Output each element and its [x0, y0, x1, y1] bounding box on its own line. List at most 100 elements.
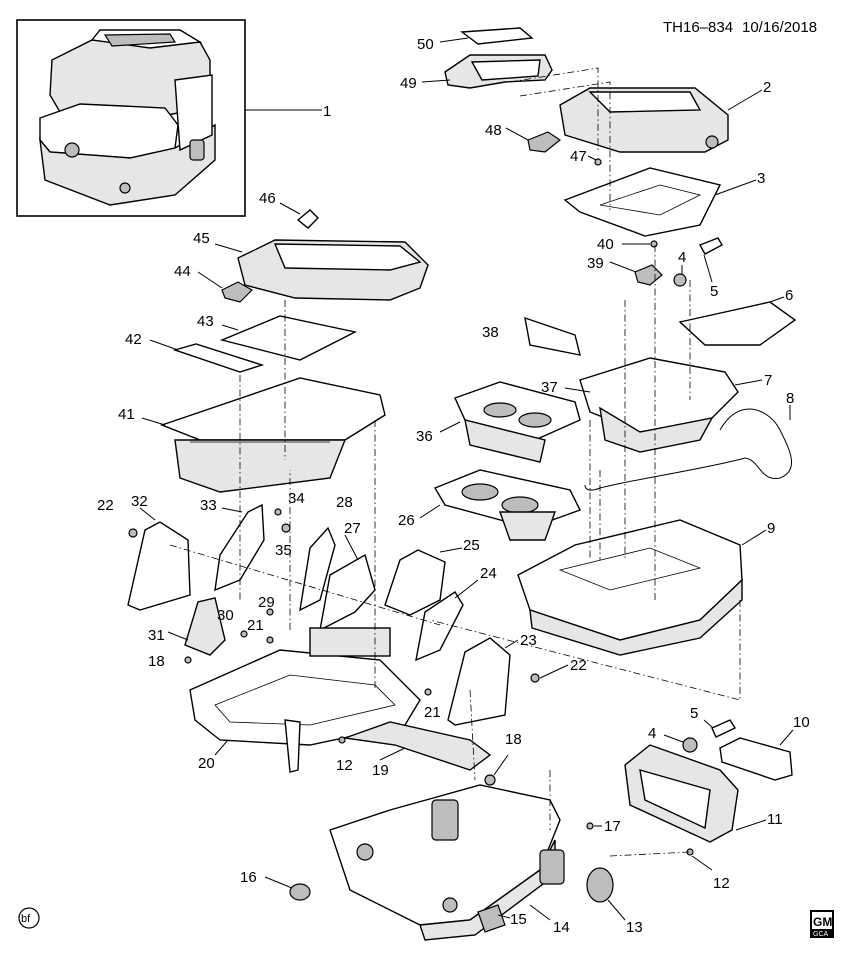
gm-logo: GM GCA — [810, 910, 834, 938]
callout-40: 40 — [597, 236, 614, 253]
callout-50: 50 — [417, 36, 434, 53]
callout-28: 28 — [336, 494, 353, 511]
screw-34 — [274, 508, 282, 516]
callout-45: 45 — [193, 230, 210, 247]
callout-21-left: 21 — [247, 617, 264, 634]
callout-31: 31 — [148, 627, 165, 644]
cover-13 — [586, 867, 614, 903]
callout-5-upper: 5 — [710, 283, 718, 300]
callout-49: 49 — [400, 75, 417, 92]
belt-19 — [344, 721, 492, 771]
callout-13: 13 — [626, 919, 643, 936]
callout-43: 43 — [197, 313, 214, 330]
bolt-22-left — [128, 528, 138, 538]
callout-23: 23 — [520, 632, 537, 649]
callout-32: 32 — [131, 493, 148, 510]
callout-26: 26 — [398, 512, 415, 529]
callout-5-lower: 5 — [690, 705, 698, 722]
plug-5-upper — [698, 237, 723, 255]
nut-35 — [281, 523, 291, 533]
callout-27: 27 — [344, 520, 361, 537]
panel-27 — [319, 553, 376, 632]
console-base-9 — [517, 519, 743, 656]
callout-47: 47 — [570, 148, 587, 165]
callout-17: 17 — [604, 818, 621, 835]
callout-8: 8 — [786, 390, 794, 407]
upper-tray-7 — [579, 357, 739, 453]
bracket-33 — [214, 503, 265, 592]
callout-24: 24 — [480, 565, 497, 582]
pad-50 — [460, 27, 534, 45]
bracket-28 — [299, 526, 336, 612]
callout-3: 3 — [757, 170, 765, 187]
lower-housing-14 — [329, 784, 565, 941]
callout-29: 29 — [258, 594, 275, 611]
side-panel-32 — [127, 521, 191, 611]
bolt-21-right — [424, 688, 432, 696]
assembled-console-illustration — [39, 29, 216, 206]
callout-30: 30 — [217, 607, 234, 624]
callout-48: 48 — [485, 122, 502, 139]
callout-37: 37 — [541, 379, 558, 396]
socket-4-upper — [673, 273, 687, 287]
callout-44: 44 — [174, 263, 191, 280]
callout-2: 2 — [763, 79, 771, 96]
callout-36: 36 — [416, 428, 433, 445]
bolt-18-left — [184, 656, 192, 664]
callout-41: 41 — [118, 406, 135, 423]
screw-17 — [586, 822, 594, 830]
svg-text:bf: bf — [21, 913, 31, 925]
callout-35: 35 — [275, 542, 292, 559]
bracket-25 — [384, 549, 446, 616]
cupholder-26 — [433, 469, 581, 541]
callout-18-left: 18 — [148, 653, 165, 670]
storage-bin-41 — [159, 377, 386, 493]
armrest-lid-2 — [559, 87, 729, 153]
screw-47 — [594, 158, 602, 166]
storage-lid-45 — [237, 239, 429, 301]
callout-12-left: 12 — [336, 757, 353, 774]
callout-4-upper: 4 — [678, 249, 686, 266]
rear-panel-11 — [624, 744, 739, 843]
bolt-21-left — [266, 636, 274, 644]
bolt-18-right — [484, 774, 496, 786]
callout-38: 38 — [482, 324, 499, 341]
plug-5-lower — [711, 719, 737, 738]
side-panel-23 — [447, 637, 511, 726]
callout-39: 39 — [587, 255, 604, 272]
callout-22-right: 22 — [570, 657, 587, 674]
socket-4-lower — [682, 737, 698, 753]
usb-port-39 — [634, 264, 663, 286]
callout-15: 15 — [510, 911, 527, 928]
svg-text:GM: GM — [813, 915, 832, 929]
cupholder-36 — [454, 381, 581, 463]
screw-40 — [650, 240, 658, 248]
callout-22-left: 22 — [97, 497, 114, 514]
bezel-49 — [444, 54, 553, 89]
callout-34: 34 — [288, 490, 305, 507]
callout-6: 6 — [785, 287, 793, 304]
callout-14: 14 — [553, 919, 570, 936]
plug-16 — [289, 883, 311, 901]
callout-10: 10 — [793, 714, 810, 731]
seat-frame-20 — [189, 627, 421, 773]
bolt-12-left — [338, 736, 346, 744]
callout-20: 20 — [198, 755, 215, 772]
callout-19: 19 — [372, 762, 389, 779]
bolt-30 — [240, 630, 248, 638]
callout-11: 11 — [767, 811, 783, 828]
callout-21-right: 21 — [424, 704, 441, 721]
callout-25: 25 — [463, 537, 480, 554]
alignment-lines — [169, 67, 741, 857]
callout-33: 33 — [200, 497, 217, 514]
divider-38 — [524, 316, 581, 356]
latch-44 — [221, 281, 253, 303]
callout-12-right: 12 — [713, 875, 730, 892]
callout-4-lower: 4 — [648, 725, 656, 742]
inset-frame — [16, 19, 246, 217]
callout-46: 46 — [259, 190, 276, 207]
callout-18-right: 18 — [505, 731, 522, 748]
clip-46 — [296, 209, 319, 229]
bolt-29 — [266, 608, 274, 616]
